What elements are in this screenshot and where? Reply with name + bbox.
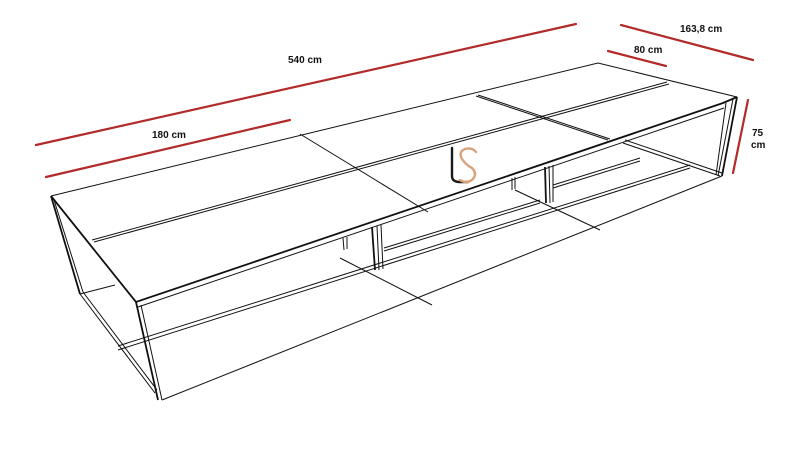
dim-line-163: [619, 23, 755, 62]
logo-s-glyph: [458, 147, 478, 184]
label-75-value: 75: [752, 128, 764, 139]
dim-line-540: [34, 22, 578, 147]
dimension-labels: 540 cm 180 cm 163,8 cm 80 cm 75 cm: [152, 24, 766, 151]
label-163: 163,8 cm: [680, 24, 722, 35]
logo-l-glyph: [450, 146, 470, 184]
dim-line-75: [731, 98, 750, 175]
table-top: [50, 62, 738, 308]
middle-leg-1: [342, 199, 541, 271]
label-180: 180 cm: [152, 130, 186, 141]
label-540: 540 cm: [288, 55, 322, 66]
dim-line-180: [44, 118, 292, 179]
left-leg-frame: [50, 164, 691, 401]
label-75-unit: cm: [751, 140, 766, 151]
floor-outline: [161, 175, 723, 401]
brand-logo: [450, 146, 478, 184]
dimension-lines: [34, 22, 755, 179]
label-80: 80 cm: [634, 45, 662, 56]
dim-line-80: [606, 49, 668, 68]
right-leg-frame: [622, 96, 738, 177]
middle-leg-2: [511, 157, 641, 204]
